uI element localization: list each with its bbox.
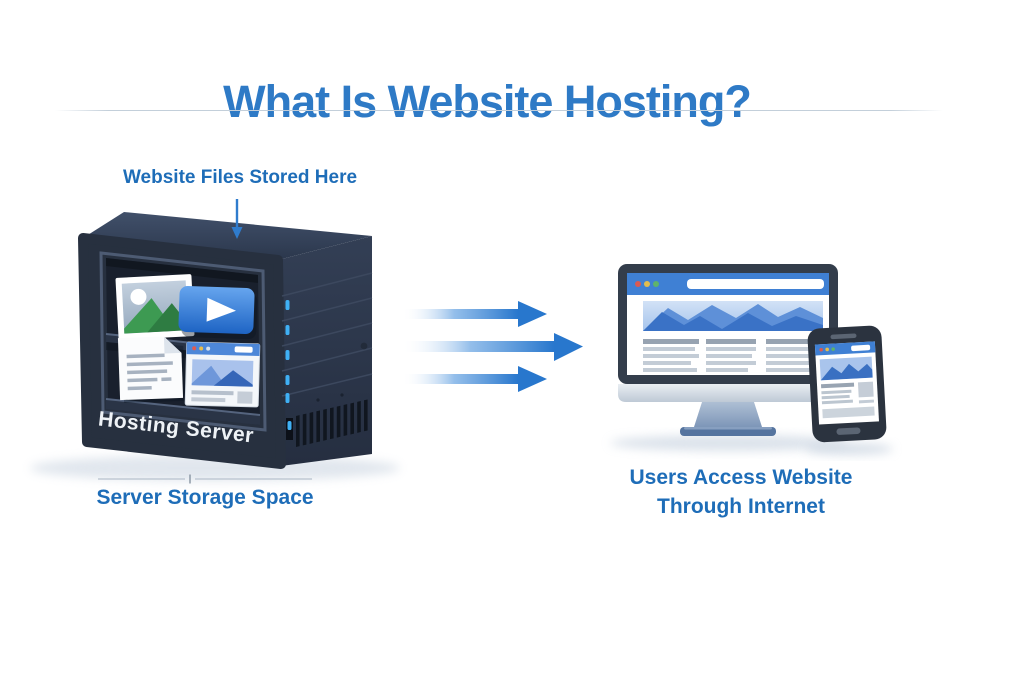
recess-top-shadow <box>106 258 258 283</box>
shelf-bottom-edge <box>105 398 261 416</box>
phone-speaker <box>830 333 857 340</box>
browser-dot-red <box>635 281 641 287</box>
smartphone <box>805 325 893 455</box>
phone-dot-green <box>831 347 835 351</box>
hero-mountains <box>643 304 823 331</box>
phone-dot-red <box>819 347 823 352</box>
video-play-icon <box>178 285 258 340</box>
caption-rule <box>98 474 312 484</box>
monitor-stand-neck <box>694 402 762 427</box>
url-bar <box>687 279 824 289</box>
server-caption: Server Storage Space <box>96 486 314 509</box>
server-bezel-frame <box>99 251 267 432</box>
phone-dot-yellow <box>825 347 829 352</box>
phone-content <box>820 381 875 419</box>
hosting-server-illustration <box>30 212 400 481</box>
vent-slots <box>296 399 368 447</box>
webpage-icon <box>184 341 261 408</box>
server-side-face <box>278 236 372 466</box>
title-divider <box>55 110 943 111</box>
phone-url-bar <box>851 344 871 352</box>
drive-bays <box>281 272 373 397</box>
flow-arrows <box>402 301 583 392</box>
server-top-face <box>83 212 372 260</box>
flow-arrow-top <box>402 301 547 327</box>
side-screws <box>316 342 368 402</box>
phone-hero-mountains <box>820 363 873 381</box>
content-columns <box>643 339 823 372</box>
server-callout-label: Website Files Stored Here <box>122 167 358 188</box>
photo-icon <box>115 274 195 340</box>
flow-arrow-bottom <box>402 366 547 392</box>
phone-shadow <box>805 443 893 455</box>
browser-dot-green <box>653 281 659 287</box>
callout-arrow <box>231 199 243 239</box>
users-caption-line1: Users Access Website <box>629 466 853 489</box>
phone-home-button <box>836 427 861 435</box>
desktop-monitor <box>610 264 850 451</box>
users-caption-line2: Through Internet <box>657 495 825 518</box>
stand-base-highlight <box>684 427 772 430</box>
page-title: What Is Website Hosting? <box>223 76 752 128</box>
document-icon <box>117 336 188 403</box>
drive-leds <box>285 300 290 403</box>
monitor-shadow <box>610 435 850 451</box>
power-led <box>287 421 292 430</box>
monitor-chin <box>618 384 838 402</box>
users-caption: Users Access Website Through Internet <box>630 463 853 521</box>
browser-dot-yellow <box>644 281 650 287</box>
shelf-bottom <box>106 399 260 425</box>
phone-browser-bar <box>814 341 876 356</box>
flow-arrow-middle <box>402 333 583 361</box>
